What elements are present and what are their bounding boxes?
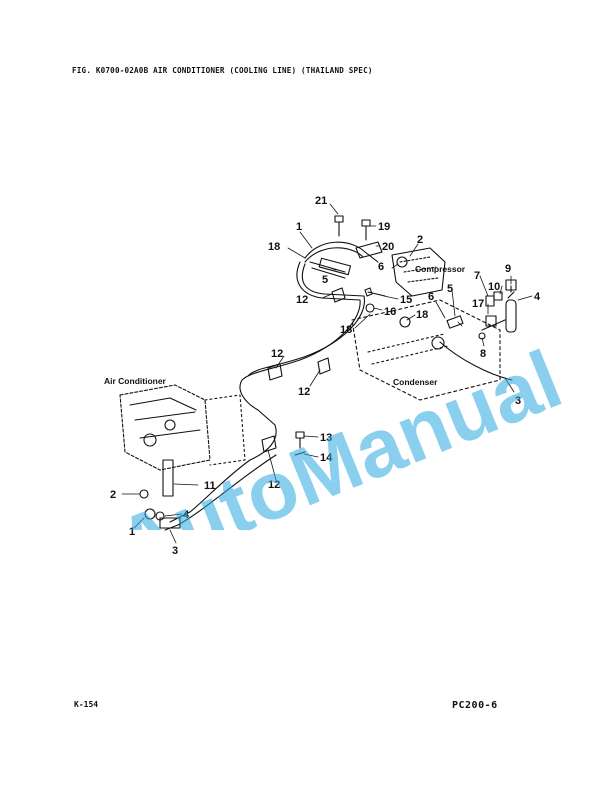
compressor-label: Compressor: [415, 264, 466, 274]
callout-1-top: 1: [296, 221, 302, 233]
callout-2-left: 2: [110, 489, 116, 501]
callout-3-right: 3: [515, 395, 521, 407]
callout-numbers: 21 1 19 20 2 18 6 5 12 15 16 18 6 5 7 9 …: [110, 195, 541, 557]
line-3-right: [439, 341, 513, 381]
callout-18-top: 18: [268, 241, 280, 253]
callout-11: 11: [204, 480, 216, 492]
callout-6-right: 6: [428, 291, 434, 303]
callout-2-top: 2: [417, 234, 423, 246]
callout-1-left: 1: [129, 526, 135, 538]
callout-12-mid: 12: [298, 386, 310, 398]
hose-5-line: [309, 261, 346, 279]
callout-9: 9: [505, 263, 511, 275]
callout-10: 10: [488, 281, 500, 293]
hose-1-line: [304, 241, 379, 263]
callout-8: 8: [480, 348, 486, 360]
callout-18-right: 18: [416, 309, 428, 321]
callout-12-bottom: 12: [268, 479, 280, 491]
callout-19: 19: [378, 221, 390, 233]
callout-12-mid-left: 12: [271, 348, 283, 360]
callout-13: 13: [320, 432, 332, 444]
callout-21: 21: [315, 195, 327, 207]
main-cooling-line: [169, 261, 361, 523]
compressor-drawing: [391, 247, 446, 297]
air-conditioner-unit-drawing: [119, 384, 246, 471]
callout-4-right: 4: [534, 291, 541, 303]
callout-6-top: 6: [378, 261, 384, 273]
clamp-12-marks: [261, 287, 346, 453]
callout-15: 15: [400, 294, 412, 306]
callout-16: 16: [384, 306, 396, 318]
callout-17: 17: [472, 298, 484, 310]
air-conditioner-label: Air Conditioner: [104, 376, 167, 386]
page-number: K-154: [74, 700, 99, 709]
callout-4-left: 4: [183, 509, 190, 521]
callout-3-left: 3: [172, 545, 178, 557]
callout-5-right: 5: [447, 283, 453, 295]
condenser-label: Condenser: [393, 377, 438, 387]
callout-7: 7: [474, 270, 480, 282]
callout-20: 20: [382, 241, 394, 253]
callout-14: 14: [320, 452, 333, 464]
callout-5-left: 5: [322, 274, 328, 286]
model-code: PC200-6: [452, 700, 498, 711]
figure-title: FIG. K0700-02A0B AIR CONDITIONER (COOLIN…: [72, 66, 373, 75]
line-3-lower: [164, 454, 277, 531]
condenser-drawing: [351, 299, 501, 401]
callout-12-top: 12: [296, 294, 308, 306]
callout-18-mid: 18: [340, 324, 352, 336]
receiver-drier-drawing: [505, 285, 517, 333]
